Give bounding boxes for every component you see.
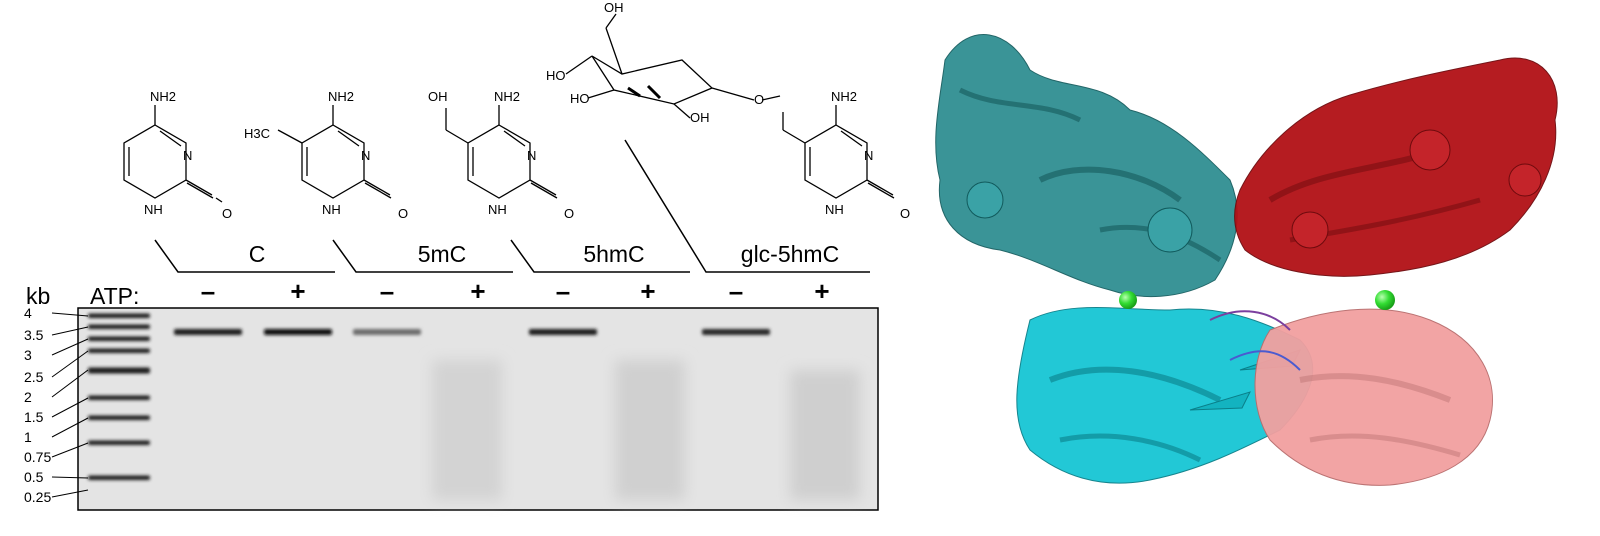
chain-teal (935, 34, 1238, 297)
ladder-leader-line (51, 397, 89, 418)
group-label-5hmc: 5hmC (583, 241, 644, 267)
ladder-label: 0.75 (24, 449, 51, 465)
ladder-band (88, 336, 150, 341)
ladder-labels: 4 3.5 3 2.5 2 1.5 1 0.75 0.5 0.25 (24, 305, 89, 505)
atp-label: ATP: (90, 283, 139, 309)
ladder-band (88, 395, 150, 400)
metal-ion-left (1119, 291, 1137, 309)
glc-5hmc-n1: NH (825, 202, 844, 217)
ladder-leader-line (51, 417, 89, 438)
cytosine-oxo: O (222, 206, 232, 221)
glc-5hmc-n3: N (864, 148, 873, 163)
interface-loops (1209, 310, 1301, 371)
ladder-leader-line (51, 312, 89, 317)
ladder-label: 2.5 (24, 369, 44, 385)
chain-darkred (1234, 57, 1558, 277)
metal-ion-right (1375, 290, 1395, 310)
atp-sign-lane-1: – (201, 276, 215, 306)
5hmc-hydroxyl: OH (428, 89, 448, 104)
5mc-n3: N (361, 148, 370, 163)
cytosine-n3: N (183, 148, 192, 163)
glucose-oh-top: OH (604, 0, 624, 15)
ladder-leader-line (51, 350, 89, 378)
5mc-n1: NH (322, 202, 341, 217)
ladder-label: 3 (24, 347, 32, 363)
5mc-amine: NH2 (328, 89, 354, 104)
glc-5hmc-amine: NH2 (831, 89, 857, 104)
ladder-label: 1 (24, 429, 32, 445)
ladder-band (88, 475, 150, 480)
agarose-gel (77, 307, 879, 511)
5mc-methyl: H3C (244, 126, 270, 141)
ladder-band (88, 313, 150, 318)
ladder-band (88, 440, 150, 445)
glc-5hmc-glycosidic-o: O (754, 92, 764, 107)
5hmc-oxo: O (564, 206, 574, 221)
atp-signs: – + – + – + – + (201, 276, 830, 306)
cytosine-amine: NH2 (150, 89, 176, 104)
sample-band-lane-1 (174, 329, 242, 335)
chemical-structures: NH2 N NH O NH2 H3C N NH O NH2 (123, 0, 910, 221)
atp-sign-lane-7: – (729, 276, 743, 306)
5mc-oxo: O (398, 206, 408, 221)
sample-band-lane-2 (264, 329, 332, 335)
ladder-label: 0.25 (24, 489, 51, 505)
glucose-ho-left2: HO (570, 91, 590, 106)
group-label-5mc: 5mC (418, 241, 467, 267)
glc-5hmc-structure (565, 13, 895, 199)
ladder-leader-line (51, 326, 89, 336)
atp-sign-lane-4: + (470, 276, 485, 306)
ladder-label: 0.5 (24, 469, 44, 485)
glucose-ho-left1: HO (546, 68, 566, 83)
cytosine-structure (123, 105, 223, 203)
ladder-band (88, 348, 150, 353)
5hmc-n3: N (527, 148, 536, 163)
ladder-band (88, 367, 150, 374)
5hmc-amine: NH2 (494, 89, 520, 104)
ladder-leader-line (51, 476, 89, 479)
chain-salmon (1254, 308, 1493, 486)
glc-5hmc-oxo: O (900, 206, 910, 221)
atp-sign-lane-2: + (290, 276, 305, 306)
sample-band-lane-7 (702, 329, 770, 335)
group-brackets (154, 139, 870, 273)
ladder-lane (88, 313, 150, 480)
ladder-leader-line (51, 442, 89, 458)
sample-lanes (174, 329, 770, 335)
ladder-band (88, 324, 150, 329)
ladder-leader-line (51, 338, 89, 356)
kb-label: kb (26, 283, 50, 309)
5hmc-structure (445, 105, 558, 199)
sample-band-lane-3 (353, 329, 421, 335)
atp-sign-lane-3: – (380, 276, 394, 306)
ladder-leader-line (51, 489, 89, 498)
ladder-label: 4 (24, 305, 32, 321)
group-label-c: C (249, 241, 266, 267)
sample-band-lane-5 (529, 329, 597, 335)
ladder-band (88, 415, 150, 420)
glucose-oh-bottom: OH (690, 110, 710, 125)
atp-sign-lane-8: + (814, 276, 829, 306)
ladder-label: 2 (24, 389, 32, 405)
ladder-label: 3.5 (24, 327, 44, 343)
atp-sign-lane-6: + (640, 276, 655, 306)
ladder-label: 1.5 (24, 409, 44, 425)
cytosine-n1: NH (144, 202, 163, 217)
5hmc-n1: NH (488, 202, 507, 217)
group-label-glc-5hmc: glc-5hmC (741, 241, 839, 267)
protein-structure-illustration (935, 34, 1558, 486)
5mc-structure (277, 105, 392, 199)
ladder-leader-line (51, 369, 89, 398)
atp-sign-lane-5: – (556, 276, 570, 306)
